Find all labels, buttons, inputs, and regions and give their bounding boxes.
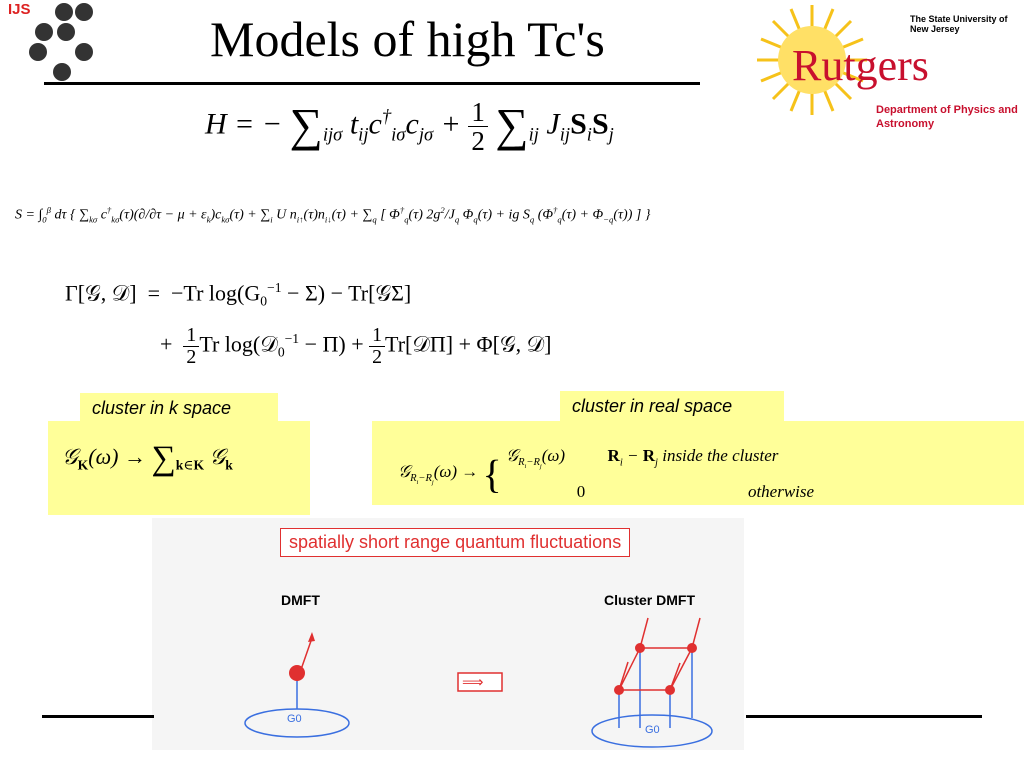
real-space-equation: 𝒢Ri−Rj(ω) → { 𝒢Ri−Rj(ω) Ri − Rj inside t… bbox=[398, 446, 815, 501]
ijs-logo-text: IJS bbox=[8, 1, 31, 18]
cluster-site-2 bbox=[665, 685, 675, 695]
footer-rule-right bbox=[746, 715, 982, 718]
figure-caption: spatially short range quantum fluctuatio… bbox=[280, 528, 631, 557]
action-equation: S = ∫0β dτ { ∑kσ c†kσ(τ)(∂/∂τ − μ + εk)c… bbox=[15, 205, 651, 225]
real-space-label: cluster in real space bbox=[560, 391, 784, 421]
implication-box bbox=[457, 672, 503, 692]
dmft-site bbox=[289, 665, 305, 681]
page-title: Models of high Tc's bbox=[210, 11, 605, 67]
dmft-title: DMFT bbox=[281, 592, 320, 608]
cluster-bath-ellipse bbox=[591, 714, 713, 748]
k-space-box bbox=[48, 421, 310, 515]
cluster-dmft-title: Cluster DMFT bbox=[604, 592, 695, 608]
gamma-functional-line1: Γ[𝒢, 𝒟] = −Tr log(G0−1 − Σ) − Tr[𝒢Σ] bbox=[65, 280, 412, 309]
department-label: Department of Physics and Astronomy bbox=[876, 104, 1018, 130]
dmft-figure bbox=[244, 617, 713, 748]
ijs-logo bbox=[29, 3, 93, 81]
k-space-label: cluster in k space bbox=[80, 393, 278, 423]
footer-rule-left bbox=[42, 715, 154, 718]
cluster-site-3 bbox=[635, 643, 645, 653]
k-space-equation: 𝒢K(ω) → ∑k∈K 𝒢k bbox=[62, 440, 233, 477]
dmft-spin-arrowhead bbox=[308, 632, 315, 642]
cluster-site-4 bbox=[687, 643, 697, 653]
title-underline bbox=[44, 82, 700, 85]
rutgers-wordmark: Rutgers bbox=[792, 41, 929, 90]
real-space-box bbox=[372, 421, 1024, 505]
dmft-bath-label: G0 bbox=[287, 713, 302, 725]
cluster-bath-label: G0 bbox=[645, 724, 660, 736]
cluster-site-1 bbox=[614, 685, 624, 695]
university-label: The State University of New Jersey bbox=[910, 14, 1008, 34]
rutgers-sun-icon bbox=[757, 5, 867, 115]
dmft-spin-arrow bbox=[296, 637, 313, 682]
implication-arrow: ⟹ bbox=[462, 674, 484, 691]
